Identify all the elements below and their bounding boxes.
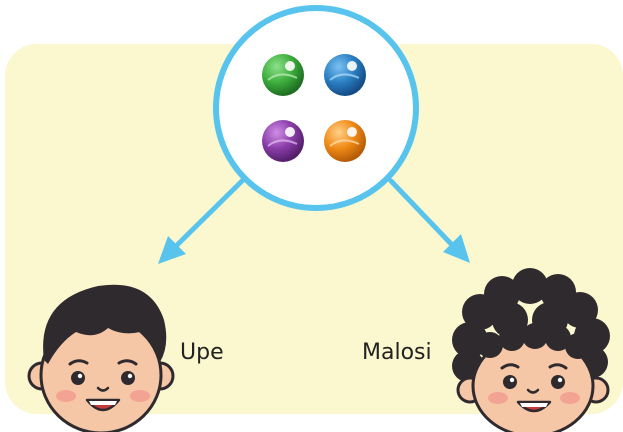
marble-circle — [213, 5, 419, 211]
malosi-label: Malosi — [362, 340, 432, 365]
orange-marble-icon — [324, 120, 366, 162]
upe-label: Upe — [180, 340, 224, 365]
arrow-to-malosi — [388, 178, 470, 263]
boy-curly-hair-icon — [452, 268, 610, 432]
arrow-to-upe — [158, 178, 245, 264]
boy-straight-hair-icon — [27, 284, 175, 432]
blue-marble-icon — [324, 54, 366, 96]
green-marble-icon — [262, 54, 304, 96]
purple-marble-icon — [262, 120, 304, 162]
